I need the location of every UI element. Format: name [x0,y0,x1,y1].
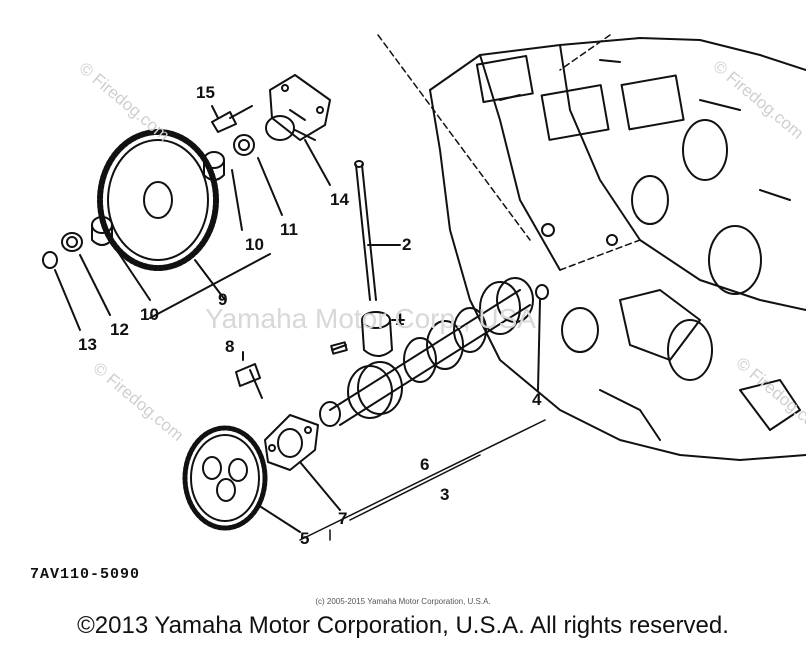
callout-1: 1 [395,310,404,329]
tappet [361,311,405,357]
callout-15: 15 [196,83,215,102]
part-code: 7AV110-5090 [30,566,141,583]
copyright-notice: ©2013 Yamaha Motor Corporation, U.S.A. A… [77,612,729,639]
bolt-15 [211,105,253,133]
callout-12: 12 [110,320,129,339]
leader-lines [377,34,641,271]
callout-13: 13 [78,335,97,354]
callout-5: 5 [300,529,309,548]
callout-9: 9 [218,290,227,309]
callout-4: 4 [532,390,542,409]
thrust-plate [264,414,341,511]
idler-gear [97,129,226,301]
watermark-firedog-3: © Firedog.com [89,359,187,445]
watermark-firedog-1: © Firedog.com [75,59,173,145]
callout-2: 2 [402,235,411,254]
group-brackets [299,419,546,541]
parts-diagram: 1 2 3 4 5 6 7 8 9 10 10 11 12 13 14 15 ©… [42,34,806,548]
plug [535,284,549,391]
callout-10b: 10 [245,235,264,254]
watermark-center: Yamaha Motor Corp., USA [205,303,536,334]
callout-3: 3 [440,485,449,504]
pushrod [354,160,401,301]
bushings-washers [42,134,283,331]
idler-shaft-bracket [265,74,331,186]
callout-10a: 10 [140,305,159,324]
cam-gear [182,425,301,533]
engine-block [429,37,806,461]
callout-7: 7 [338,509,347,528]
callout-8: 8 [225,337,234,356]
callout-6: 6 [420,455,429,474]
camshaft [319,277,534,427]
watermark-firedog-4: © Firedog.com [732,354,806,440]
callout-11: 11 [280,220,298,239]
watermark-firedog-2: © Firedog.com [709,57,806,143]
callout-14: 14 [330,190,349,209]
small-copyright: (c) 2005-2015 Yamaha Motor Corporation, … [315,597,491,606]
bolt-8 [235,351,263,399]
callouts: 1 2 3 4 5 6 7 8 9 10 10 11 12 13 14 15 [78,83,542,548]
